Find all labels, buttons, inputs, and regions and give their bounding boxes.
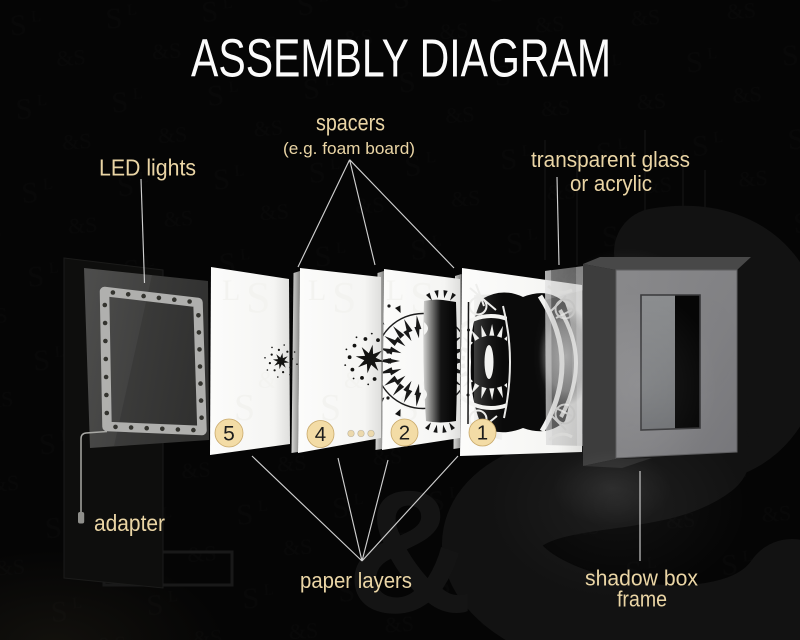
svg-text:spacers: spacers bbox=[316, 110, 385, 136]
svg-text:L: L bbox=[308, 274, 326, 307]
svg-text:2: 2 bbox=[399, 422, 410, 445]
svg-text:&: & bbox=[347, 455, 473, 640]
svg-text:ASSEMBLY DIAGRAM: ASSEMBLY DIAGRAM bbox=[191, 29, 611, 89]
svg-text:S: S bbox=[246, 273, 270, 322]
svg-text:or acrylic: or acrylic bbox=[570, 171, 652, 196]
svg-text:paper layers: paper layers bbox=[300, 568, 412, 593]
svg-text:(e.g. foam board): (e.g. foam board) bbox=[283, 140, 415, 158]
svg-text:shadow box: shadow box bbox=[585, 566, 698, 591]
svg-text:LED lights: LED lights bbox=[99, 155, 196, 181]
svg-text:S: S bbox=[234, 387, 255, 429]
svg-text:transparent glass: transparent glass bbox=[531, 147, 690, 172]
svg-text:1: 1 bbox=[477, 422, 488, 445]
svg-text:L: L bbox=[222, 274, 240, 307]
svg-text:4: 4 bbox=[315, 423, 326, 446]
svg-text:S: S bbox=[320, 387, 341, 429]
svg-text:5: 5 bbox=[223, 423, 235, 446]
svg-text:S: S bbox=[398, 387, 419, 429]
svg-text:&: & bbox=[344, 368, 363, 394]
svg-text:L: L bbox=[386, 274, 404, 307]
svg-text:&: & bbox=[258, 368, 277, 394]
svg-text:adapter: adapter bbox=[94, 510, 165, 536]
svg-text:S: S bbox=[332, 273, 356, 322]
svg-text:frame: frame bbox=[617, 587, 667, 612]
